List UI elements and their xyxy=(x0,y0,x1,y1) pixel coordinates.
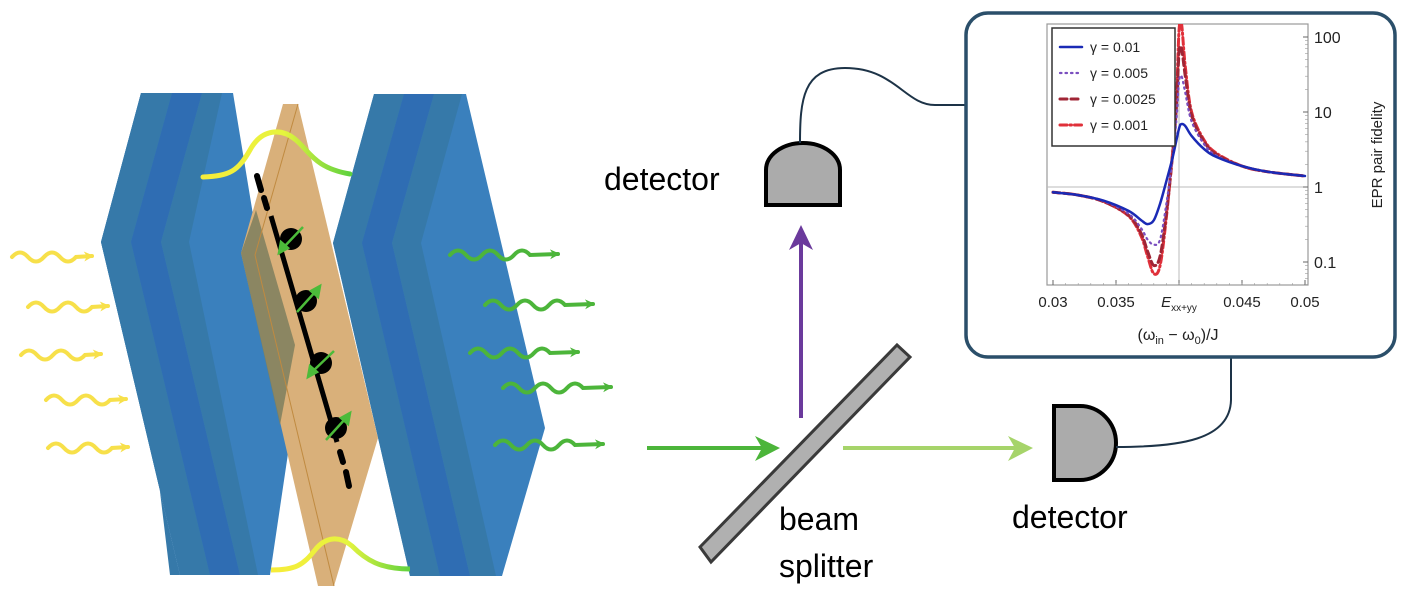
y-axis-label: EPR pair fidelity xyxy=(1369,101,1386,208)
series-line xyxy=(1051,122,1307,226)
spin-chain xyxy=(254,173,352,489)
legend-label: γ = 0.005 xyxy=(1090,65,1148,81)
spin-arrowhead xyxy=(306,363,320,380)
y-tick-label: 1 xyxy=(1314,180,1323,197)
chain-dash xyxy=(337,449,346,465)
beam-splitter-label-line1: beam xyxy=(779,501,859,537)
x-axis-label: (ωin − ω0)/J xyxy=(1137,327,1218,347)
chain-line xyxy=(268,215,340,443)
spin-up-arrow-icon xyxy=(296,290,317,313)
slab-band xyxy=(131,93,240,575)
slab-band xyxy=(392,94,496,576)
output-photon-wave-icon xyxy=(483,298,595,312)
x-tick-label: 0.045 xyxy=(1223,294,1261,311)
beam-splitter xyxy=(698,342,913,565)
x-tick-label: Exx+yy xyxy=(1161,294,1197,314)
transmitted-beam-arrow xyxy=(843,436,1033,461)
reflected-beam-arrow xyxy=(789,225,813,418)
spin-up-arrow-icon xyxy=(325,417,347,441)
slab-band xyxy=(333,94,440,576)
chain-dash xyxy=(254,173,264,193)
slab-band xyxy=(161,93,258,575)
input-photon-wave-icon xyxy=(46,441,130,455)
y-tick-label: 10 xyxy=(1314,105,1332,122)
input-photon-wave-icon xyxy=(10,250,94,264)
legend-label: γ = 0.01 xyxy=(1090,39,1140,55)
x-tick-label: 0.035 xyxy=(1097,294,1135,311)
slab-band xyxy=(362,94,470,576)
right-mirror-slab xyxy=(333,94,545,576)
detector-top-label: detector xyxy=(604,161,720,197)
plane-edge xyxy=(254,103,299,256)
legend-label: γ = 0.0025 xyxy=(1090,91,1156,107)
x-tick-label: 0.03 xyxy=(1038,294,1067,311)
inset-chart: 0.03 0.035 Exx+yy 0.045 0.05 0.1 1 10 100 γ = 0.… xyxy=(1038,23,1386,347)
plane-edge xyxy=(254,254,335,587)
spin-down-arrow-icon xyxy=(282,226,304,249)
slab-band xyxy=(101,93,210,575)
input-photons xyxy=(10,250,130,455)
input-photon-wave-icon xyxy=(26,300,110,314)
spin-arrowhead xyxy=(338,410,352,427)
cavity-mode-top xyxy=(200,129,353,180)
legend-label: γ = 0.001 xyxy=(1090,117,1148,133)
chain-dash xyxy=(343,469,352,489)
input-photon-wave-icon xyxy=(44,393,128,407)
detector-right-cable xyxy=(1115,358,1232,448)
left-mirror-slab xyxy=(101,93,290,575)
output-photon-wave-icon xyxy=(448,248,560,262)
plane-shadow xyxy=(241,210,295,425)
x-tick-label: 0.05 xyxy=(1290,294,1319,311)
beam-splitter-label-line2: splitter xyxy=(779,548,874,584)
spin-arrowhead xyxy=(277,239,291,256)
detector-right-icon xyxy=(1052,404,1118,482)
detector-right-label: detector xyxy=(1012,499,1128,535)
detector-top-cable xyxy=(799,66,966,144)
output-photon-wave-icon xyxy=(468,346,580,360)
y-tick-label: 100 xyxy=(1314,30,1341,47)
y-tick-label: 0.1 xyxy=(1314,255,1336,272)
detector-top-icon xyxy=(764,141,842,207)
cavity-mode-bottom xyxy=(270,536,411,573)
output-photons xyxy=(448,248,613,452)
output-photon-wave-icon xyxy=(493,438,605,452)
incoming-beam-arrow xyxy=(647,436,780,461)
spin-arrowhead xyxy=(308,283,322,300)
output-photon-wave-icon xyxy=(501,381,613,395)
chain-dash xyxy=(261,195,270,211)
input-photon-wave-icon xyxy=(19,348,103,362)
spin-down-arrow-icon xyxy=(311,350,335,373)
